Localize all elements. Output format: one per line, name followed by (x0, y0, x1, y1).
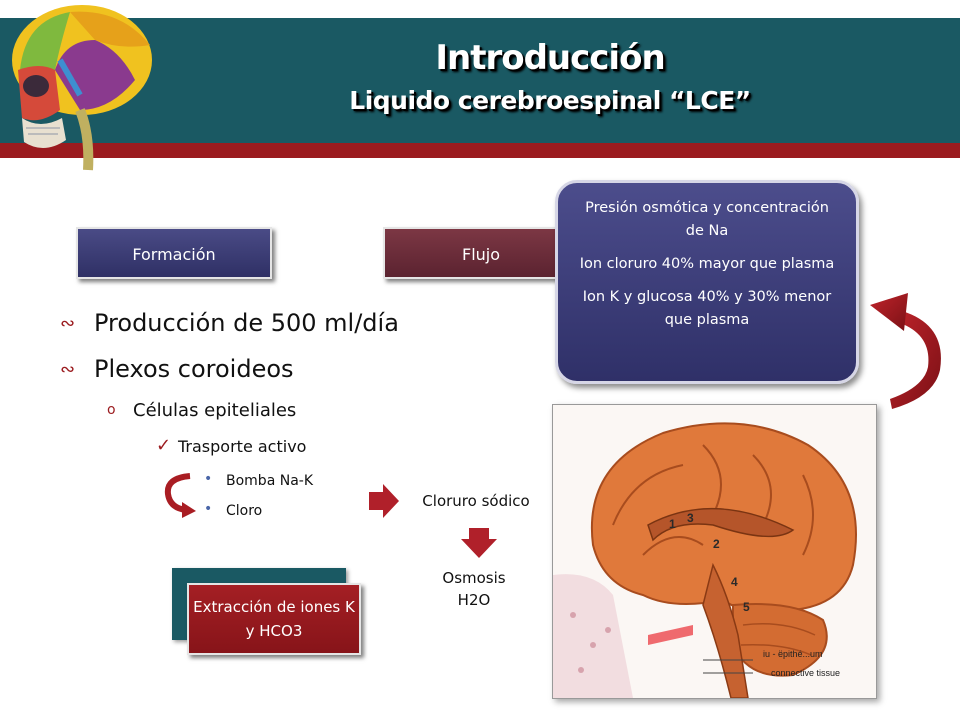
figure-number-1: 1 (669, 517, 676, 531)
dot-bullet-icon: • (204, 501, 213, 517)
bullet-celulas-text: Células epiteliales (133, 400, 297, 421)
figure-caption-connective: connective tissue (771, 668, 840, 678)
osmosis-text: Osmosis (442, 569, 506, 587)
info-line-potasio: Ion K y glucosa 40% y 30% menor que plas… (582, 289, 832, 328)
bullet-produccion-text: Producción de 500 ml/día (94, 309, 399, 337)
figure-caption-epithelium: iu - ëpithé...um (763, 649, 823, 659)
flujo-tag: Flujo (383, 227, 579, 279)
info-line-presion: Presión osmótica y concentración de Na (585, 200, 829, 239)
cloruro-sodico-label: Cloruro sódico (422, 492, 530, 510)
figure-number-5: 5 (743, 600, 750, 614)
bullet-bomba: • Bomba Na-K (204, 471, 314, 489)
swirl-bullet-icon: ∾ (60, 359, 76, 380)
small-curved-arrow-icon (164, 473, 196, 518)
brain-illustration: 1 3 2 4 5 iu - ëpithé...um connective ti… (553, 405, 876, 699)
formacion-tag: Formación (76, 227, 272, 279)
dot-bullet-icon: • (204, 471, 213, 487)
bullet-transporte: ✓ Trasporte activo (156, 435, 307, 456)
swirl-bullet-icon: ∾ (60, 313, 76, 334)
figure-number-2: 2 (713, 537, 720, 551)
bullet-plexos-text: Plexos coroideos (94, 355, 294, 383)
slide-title: Introducción (435, 38, 665, 78)
info-line-cloruro: Ion cloruro 40% mayor que plasma (579, 256, 835, 272)
down-arrow-icon (461, 528, 497, 558)
checkmark-icon: ✓ (156, 435, 172, 456)
curved-arrow-icon (870, 293, 941, 409)
right-arrow-icon (369, 484, 399, 518)
brain-figure: 1 3 2 4 5 iu - ëpithé...um connective ti… (552, 404, 877, 699)
bullet-cloro: • Cloro (204, 501, 263, 519)
info-box: Presión osmótica y concentración de Na I… (555, 180, 859, 384)
bullet-plexos: ∾ Plexos coroideos (60, 355, 294, 383)
figure-number-4: 4 (731, 575, 738, 589)
bullet-bomba-text: Bomba Na-K (226, 473, 314, 489)
figure-number-3: 3 (687, 511, 694, 525)
extraccion-box: Extracción de iones K y HCO3 (187, 583, 361, 655)
bullet-celulas: o Células epiteliales (107, 400, 297, 421)
bullet-cloro-text: Cloro (226, 503, 263, 519)
circle-bullet-icon: o (107, 402, 116, 418)
bullet-transporte-text: Trasporte activo (178, 437, 307, 456)
bullet-produccion: ∾ Producción de 500 ml/día (60, 309, 399, 337)
osmosis-label: Osmosis H2O (420, 567, 528, 611)
skull-image (12, 5, 152, 171)
h2o-text: H2O (457, 591, 491, 609)
header-band (0, 18, 960, 145)
slide-subtitle: Liquido cerebroespinal “LCE” (349, 86, 751, 115)
header-red-stripe (0, 143, 960, 158)
